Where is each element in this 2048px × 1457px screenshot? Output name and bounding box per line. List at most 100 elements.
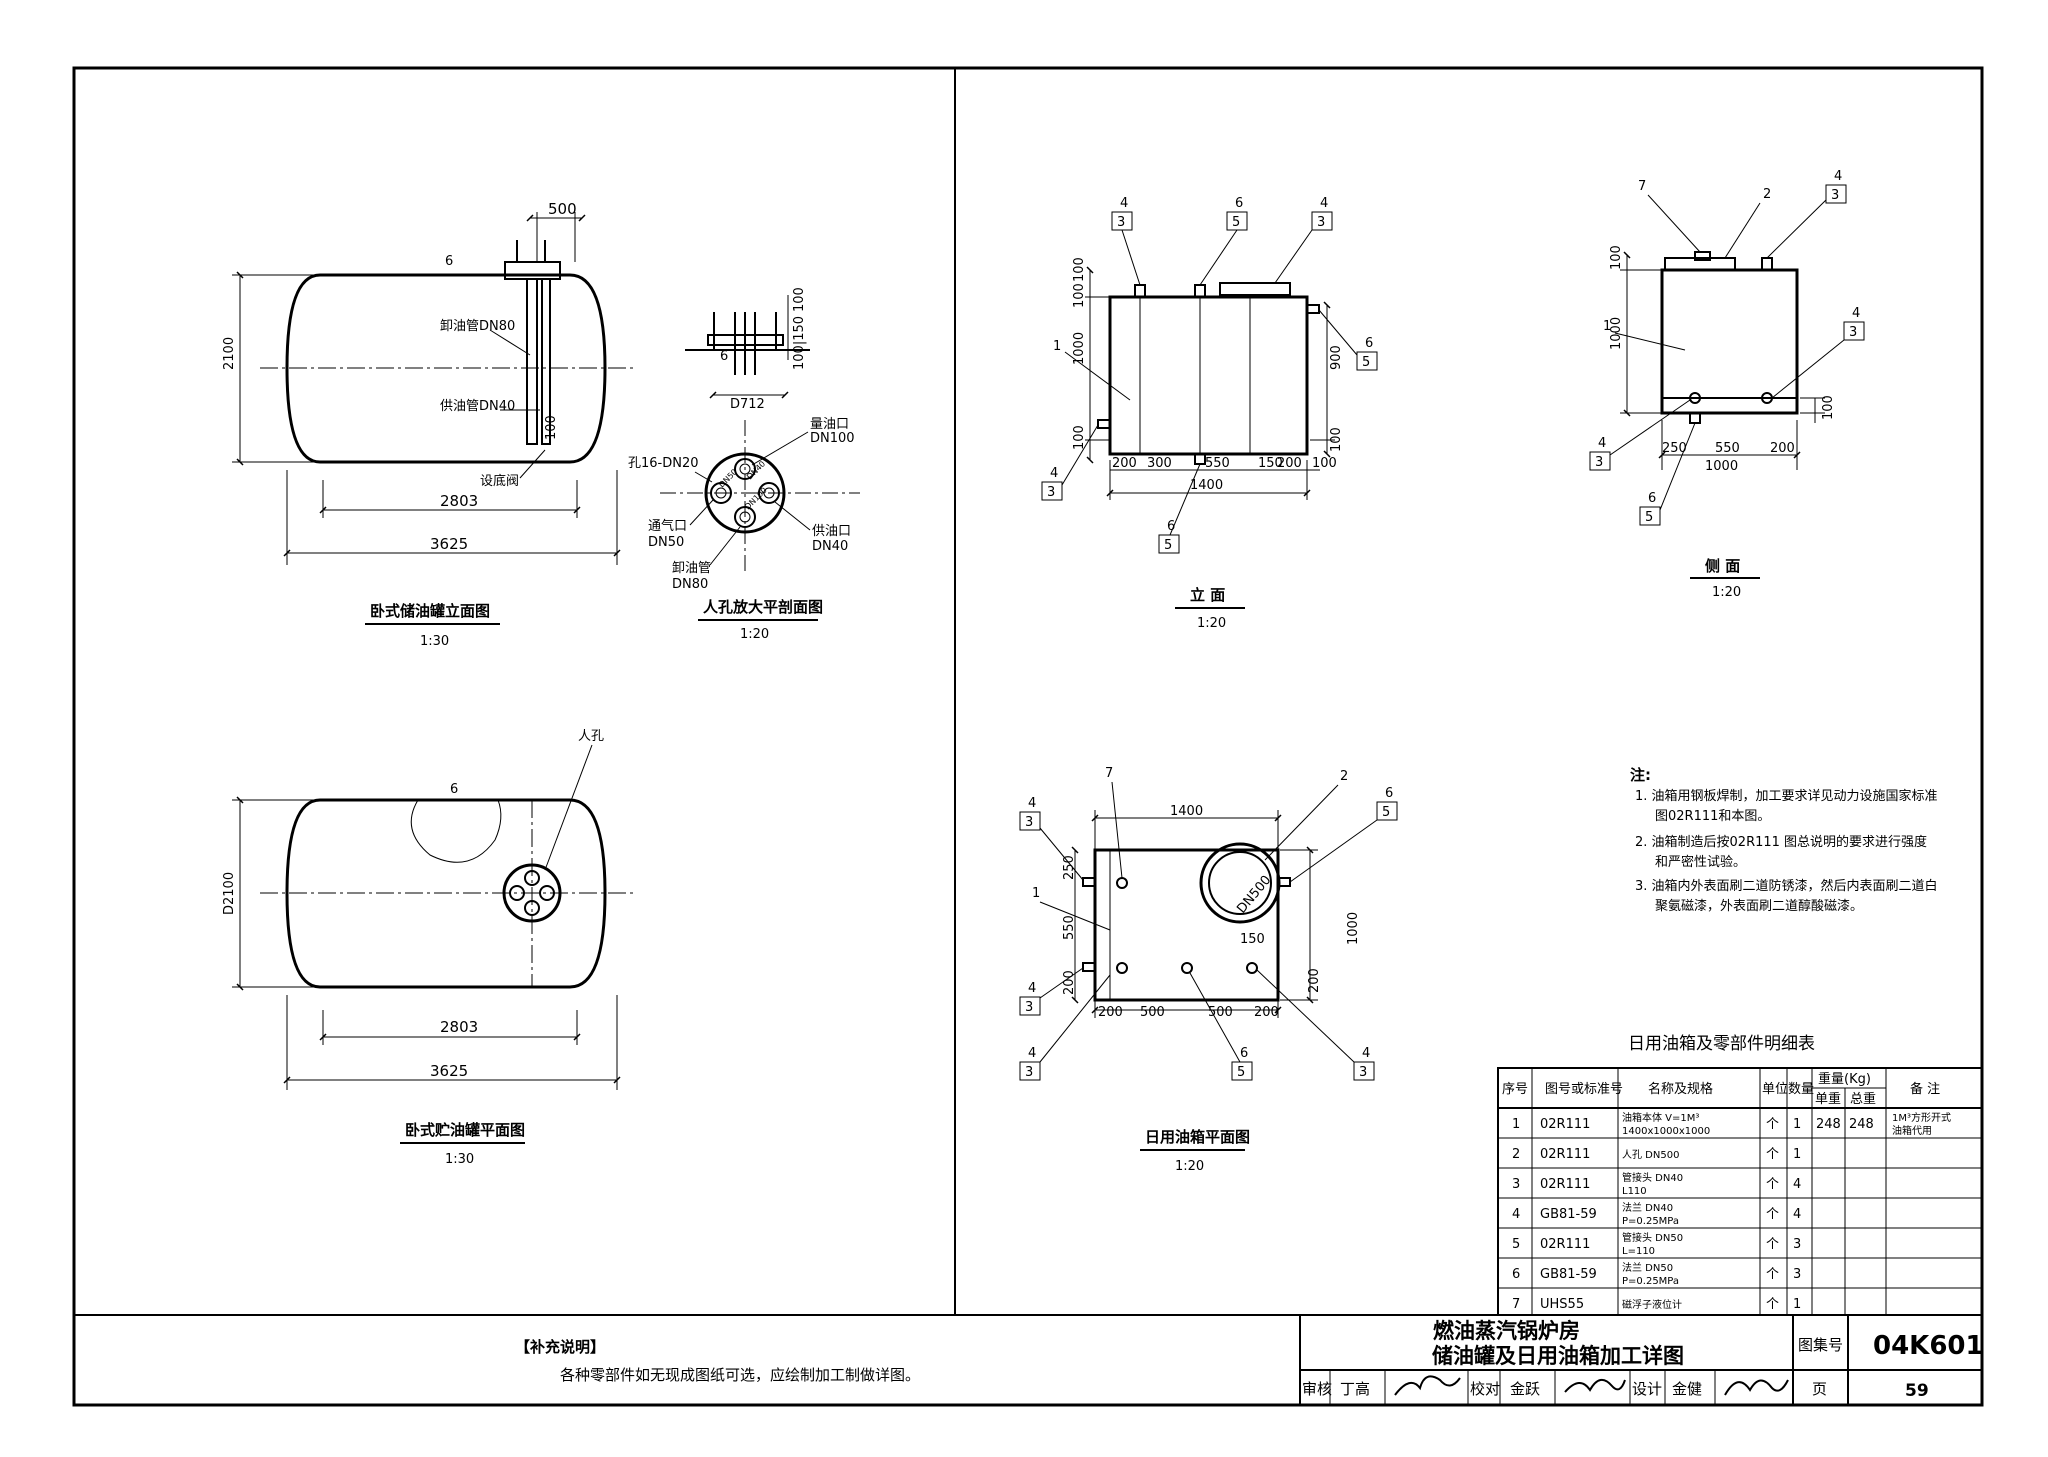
front-tag3-ref: 3	[1317, 215, 1325, 230]
side-dim-100-r: 100	[1821, 395, 1836, 420]
cell-qty: 3	[1793, 1267, 1801, 1282]
front-dim-1000: 1000	[1072, 332, 1087, 365]
note-line-5: 3. 油箱内外表面刷二道防锈漆，然后内表面刷二道白	[1635, 878, 1938, 894]
cell-code: GB81-59	[1540, 1207, 1597, 1222]
cell-code: 02R111	[1540, 1177, 1590, 1192]
side-dim-1000-b: 1000	[1705, 459, 1738, 474]
plan-dim-1000: 1000	[1346, 912, 1361, 945]
label-unload-pipe: 卸油管DN80	[440, 318, 515, 334]
front-dim-200: 200	[1112, 456, 1137, 471]
side-tag3-ref: 3	[1595, 455, 1603, 470]
cell-qty: 4	[1793, 1177, 1801, 1192]
plan-tag5-ref: 5	[1237, 1065, 1245, 1080]
th-unit: 单位	[1762, 1082, 1788, 1097]
label-unload-port: 卸油管	[672, 560, 711, 576]
side-tag2-num: 4	[1852, 306, 1860, 321]
design-signature	[1724, 1379, 1789, 1396]
page-number: 59	[1905, 1381, 1929, 1401]
elevation-scale: 1:30	[420, 634, 449, 649]
front-tag6-ref: 5	[1164, 538, 1172, 553]
side-tag2-ref: 3	[1849, 325, 1857, 340]
label-bolt-holes: 孔16-DN20	[628, 456, 699, 471]
side-dim-250: 250	[1662, 441, 1687, 456]
manhole-dim-100-150: 100|150	[792, 316, 807, 370]
side-tag-7: 7	[1638, 179, 1646, 194]
plan-tag3-ref: 3	[1025, 1000, 1033, 1015]
front-tag2-ref: 5	[1232, 215, 1240, 230]
side-tag4-ref: 5	[1645, 510, 1653, 525]
side-tag4-num: 6	[1648, 491, 1656, 506]
label-bottom-valve: 设底阀	[480, 473, 519, 489]
front-dim-300: 300	[1147, 456, 1172, 471]
plan-dim-200-r: 200	[1307, 968, 1322, 993]
front-dim-100: 100	[1312, 456, 1337, 471]
cell-unit: 个	[1766, 1267, 1779, 1282]
front-tag4-num: 6	[1365, 336, 1373, 351]
cell-name: 法兰 DN40	[1622, 1201, 1673, 1214]
side-tag3-num: 4	[1598, 436, 1606, 451]
plan-scale: 1:30	[445, 1152, 474, 1167]
dim-6: 6	[445, 254, 453, 269]
front-manhole	[1219, 282, 1291, 296]
plan-dim-250: 250	[1062, 855, 1077, 880]
dim-2803: 2803	[440, 492, 478, 510]
plan-cutaway-arc	[410, 799, 502, 863]
day-tank-front-view: 100 100 1000 100 900 100 200 300 550 150…	[1041, 196, 1378, 631]
check-signature	[1564, 1379, 1626, 1393]
tank-plan-shell	[285, 798, 607, 989]
cell-no: 7	[1512, 1297, 1520, 1312]
front-tag1-num: 4	[1120, 196, 1128, 211]
cell-qty: 1	[1793, 1297, 1801, 1312]
th-no: 序号	[1502, 1082, 1528, 1097]
note-line-6: 聚氨磁漆，外表面刷二道醇酸磁漆。	[1655, 898, 1863, 914]
plan-tank-body	[1093, 848, 1280, 1002]
sheet-border	[72, 66, 1984, 1407]
front-tag6-num: 6	[1167, 519, 1175, 534]
front-tag1-ref: 3	[1117, 215, 1125, 230]
side-tag1-ref: 3	[1831, 188, 1839, 203]
day-tank-plan-view: DN500 1400 1000 200 150 250 550 200 200 …	[1019, 766, 1398, 1174]
cell-unit: 个	[1766, 1117, 1779, 1132]
front-tag5-num: 4	[1050, 466, 1058, 481]
note-line-2: 图02R111和本图。	[1655, 809, 1770, 824]
page-label: 页	[1812, 1380, 1827, 1398]
side-dim-100-top: 100	[1609, 245, 1624, 270]
th-code: 图号或标准号	[1545, 1082, 1623, 1097]
side-dim-200: 200	[1770, 441, 1795, 456]
manhole-dim-100: 100	[792, 287, 807, 312]
cell-name: 人孔 DN500	[1622, 1149, 1679, 1161]
plan-tag6-num: 4	[1362, 1046, 1370, 1061]
front-dim-100-c: 100	[1072, 425, 1087, 450]
front-tag5-ref: 3	[1047, 485, 1055, 500]
cell-unit: 个	[1766, 1147, 1779, 1162]
side-title: 侧 面	[1705, 557, 1740, 575]
side-tank-body	[1660, 268, 1799, 415]
plan-small-scale: 1:20	[1175, 1159, 1204, 1174]
cell-unit: 个	[1766, 1207, 1779, 1222]
check-name: 金跃	[1510, 1380, 1540, 1398]
cell-no: 2	[1512, 1147, 1520, 1162]
label-vent-port: 通气口	[648, 518, 687, 534]
side-scale: 1:20	[1712, 585, 1741, 600]
front-dim-150: 150	[1258, 456, 1283, 471]
dim-100: 100	[544, 415, 559, 440]
cell-remark: 1M³方形开式	[1892, 1111, 1951, 1124]
cell-code: 02R111	[1540, 1237, 1590, 1252]
cell-qty: 3	[1793, 1237, 1801, 1252]
plan-tag5-num: 6	[1240, 1046, 1248, 1061]
plan-small-title: 日用油箱平面图	[1145, 1128, 1250, 1146]
plan-tag-1: 1	[1032, 886, 1040, 901]
th-total-weight: 总重	[1850, 1091, 1876, 1107]
supp-heading: 【补充说明】	[515, 1338, 605, 1356]
check-label: 校对	[1470, 1380, 1500, 1398]
cell-code: 02R111	[1540, 1117, 1590, 1132]
cell-name2: 1400x1000x1000	[1622, 1126, 1710, 1137]
label-supply-pipe: 供油管DN40	[440, 399, 515, 414]
plan-tag2-num: 6	[1385, 786, 1393, 801]
cell-unit: 个	[1766, 1177, 1779, 1192]
cell-remark2: 油箱代用	[1892, 1124, 1932, 1137]
